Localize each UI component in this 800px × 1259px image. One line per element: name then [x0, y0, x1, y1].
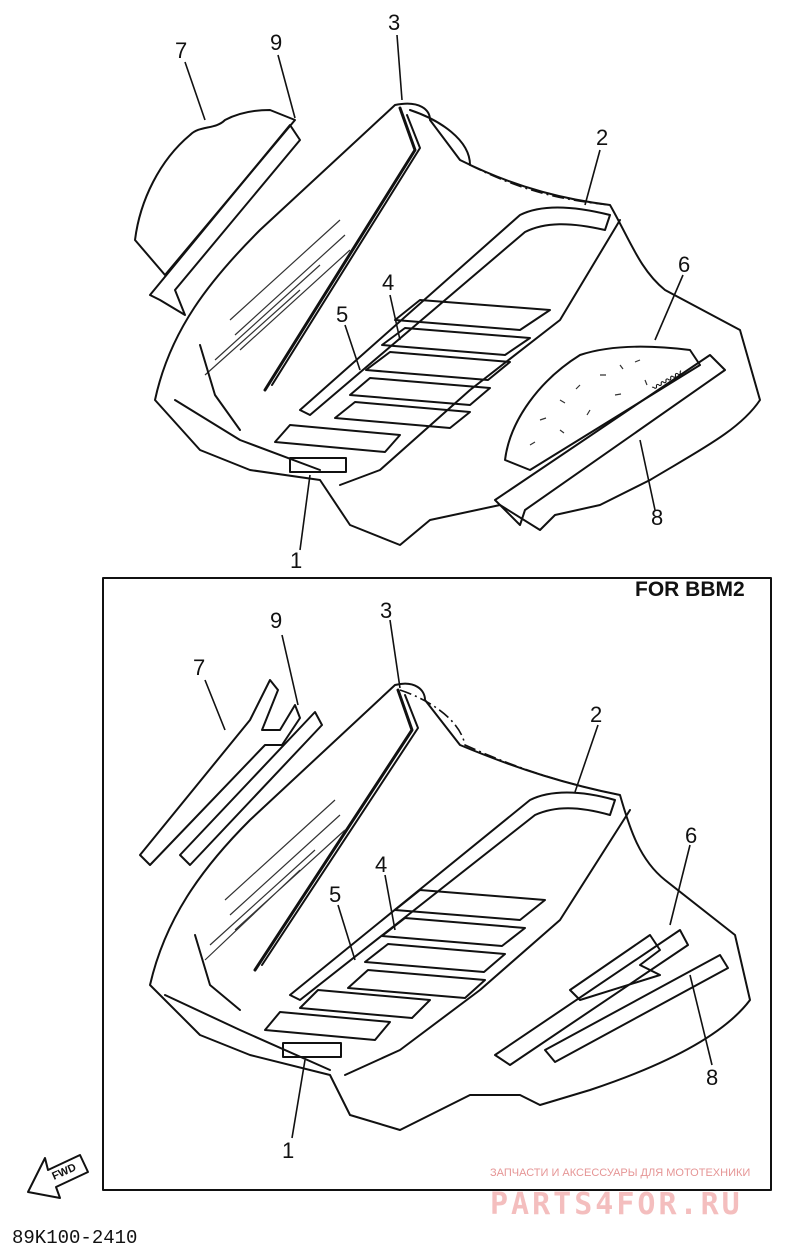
- emblem-part-1-bbm2: [282, 1042, 342, 1058]
- decal-part-6-top: [504, 345, 701, 471]
- hood-contour-bbm2-2: [344, 809, 631, 1076]
- stripe-part-3-bbm2: [253, 688, 414, 972]
- callout-9-bbm2: 9: [270, 608, 282, 633]
- hood-contour-1: [174, 399, 321, 471]
- callout-7-top: 7: [175, 38, 187, 63]
- stripe-part-3-inner-top: [271, 114, 421, 386]
- watermark-tagline: ЗАПЧАСТИ И АКСЕССУАРЫ ДЛЯ МОТОТЕХНИКИ: [490, 1167, 750, 1179]
- side-decal-script-top: 〰〰〰: [650, 367, 686, 395]
- hood-centerline-bbm2: [399, 689, 621, 796]
- watermark-brand: PARTS4FOR.RU: [490, 1187, 743, 1222]
- top-diagram: 〰〰〰 7 9 3 2 6 4 5 8 1: [134, 10, 761, 573]
- callout-3-top: 3: [388, 10, 400, 35]
- stripe-part-3-inner-bbm2: [261, 694, 419, 966]
- decal-part-6-bbm2: [494, 929, 689, 1066]
- hood-outline-bbm2: [149, 682, 751, 1131]
- callout-1-bbm2: 1: [282, 1138, 294, 1163]
- stripe-part-2-bbm2: [289, 791, 616, 1001]
- callouts-top: 7 9 3 2 6 4 5 8 1: [175, 10, 690, 573]
- callout-5-top: 5: [336, 302, 348, 327]
- vent-slats-bbm2: [264, 889, 546, 1041]
- vent-slats-top: [274, 299, 551, 453]
- decal-part-9-top: [149, 124, 301, 316]
- decal-part-8-top: [494, 354, 726, 526]
- decal-part-8-bbm2: [544, 954, 729, 1063]
- callout-4-top: 4: [382, 270, 394, 295]
- emblem-part-1-top: [289, 457, 347, 473]
- stripe-part-2-top: [299, 206, 611, 416]
- callout-3-bbm2: 3: [380, 598, 392, 623]
- hood-centerline-top: [469, 164, 611, 206]
- decal-part-9-bbm2: [179, 711, 323, 866]
- leaders-top: [184, 34, 684, 551]
- leaders-bbm2: [204, 619, 713, 1139]
- callout-4-bbm2: 4: [375, 852, 387, 877]
- left-grill-bbm2: [194, 799, 346, 1011]
- callout-5-bbm2: 5: [329, 882, 341, 907]
- bbm2-panel: FOR BBM2: [102, 577, 772, 1191]
- callout-8-top: 8: [651, 505, 663, 530]
- callout-8-bbm2: 8: [706, 1065, 718, 1090]
- callout-2-bbm2: 2: [590, 702, 602, 727]
- callout-6-bbm2: 6: [685, 823, 697, 848]
- hood-contour-3: [409, 109, 471, 166]
- hood-contour-bbm2-1: [164, 994, 331, 1071]
- left-grill-top: [199, 219, 351, 431]
- bbm2-panel-title: FOR BBM2: [635, 578, 745, 601]
- bbm2-panel-frame: [102, 577, 772, 1191]
- drawing-code: 89K100-2410: [12, 1227, 137, 1249]
- callout-7-bbm2: 7: [193, 655, 205, 680]
- callout-6-top: 6: [678, 252, 690, 277]
- hood-contour-2: [339, 219, 621, 486]
- decal-part-7-top: [134, 109, 296, 276]
- decal-part-7-bbm2: [139, 679, 301, 866]
- fwd-arrow-icon: [27, 1154, 89, 1199]
- callout-1-top: 1: [290, 548, 302, 573]
- decal-part-6-script-bbm2: [569, 934, 661, 1001]
- callout-2-top: 2: [596, 125, 608, 150]
- decal-part-6-speckle: [529, 359, 648, 446]
- stripe-part-3-top: [263, 106, 417, 392]
- watermark: ЗАПЧАСТИ И АКСЕССУАРЫ ДЛЯ МОТОТЕХНИКИ PA…: [490, 1167, 750, 1222]
- callout-9-top: 9: [270, 30, 282, 55]
- fwd-arrow: FWD: [27, 1154, 89, 1199]
- callouts-bbm2: 9 3 7 2 6 4 5 8 1: [193, 598, 718, 1163]
